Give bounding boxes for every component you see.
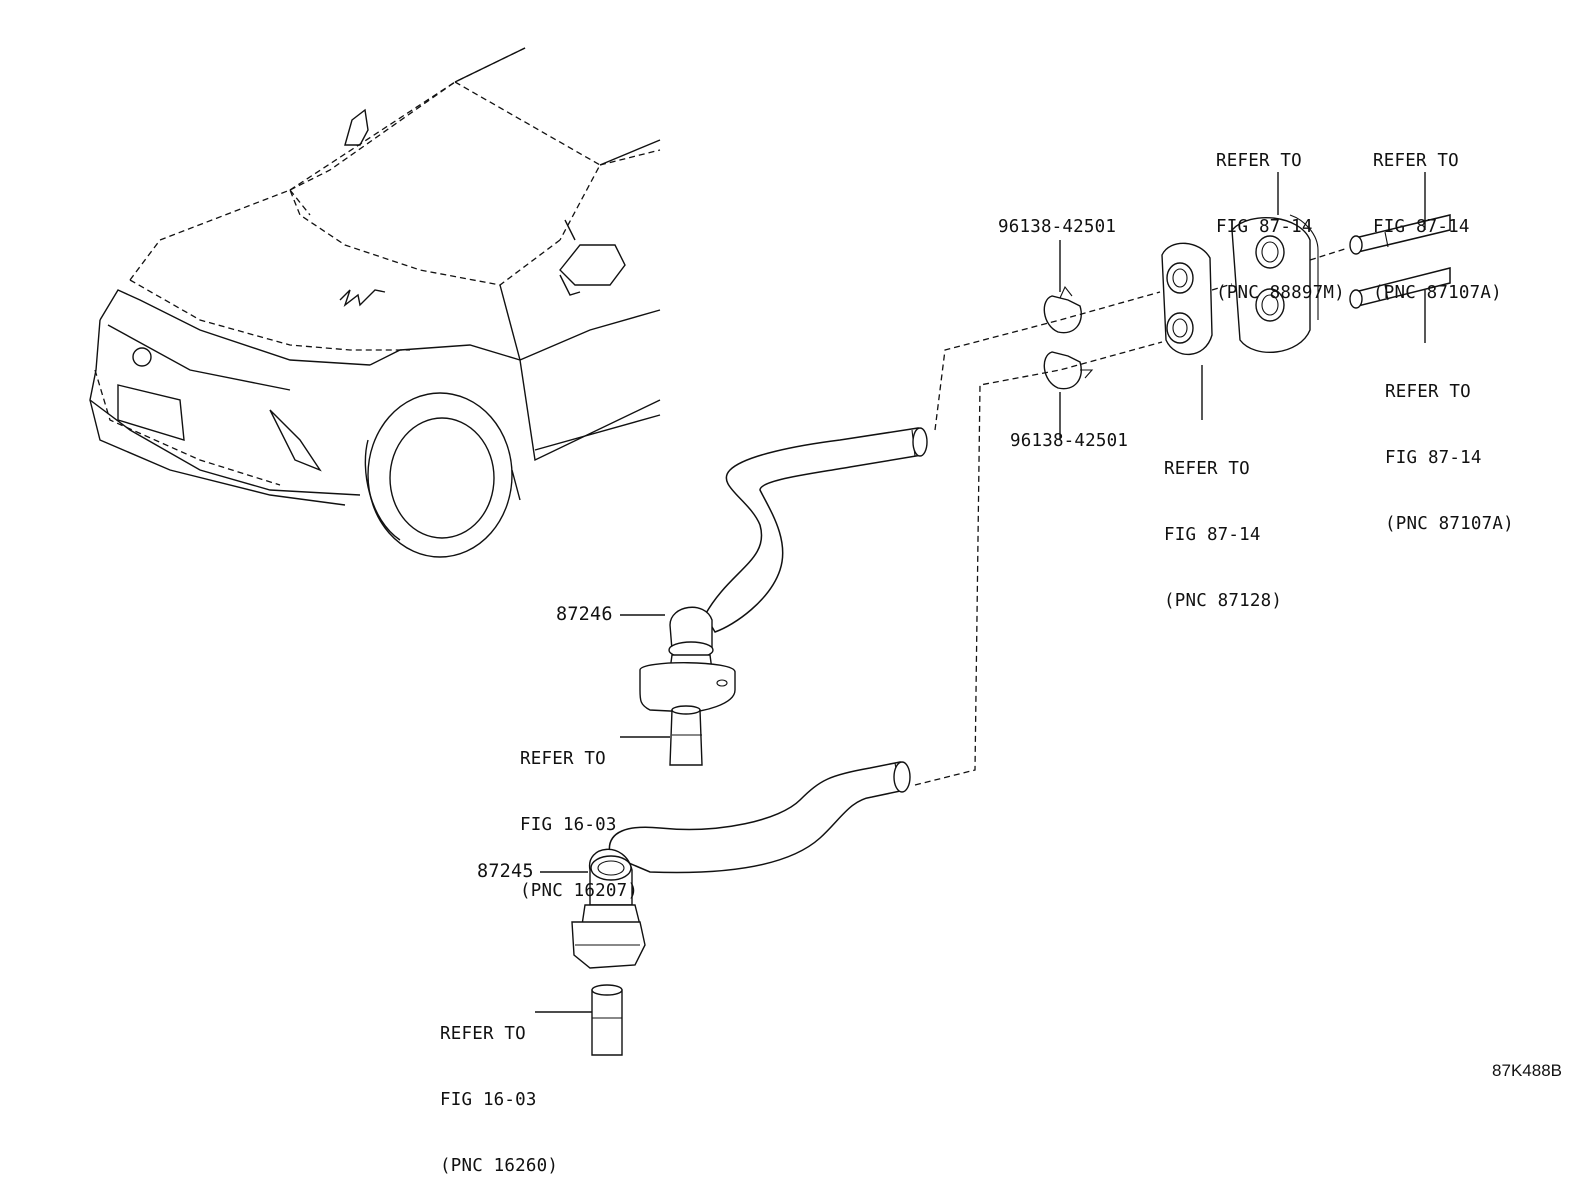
ref-line-3: (PNC 87107A) (1373, 283, 1502, 303)
clamp-upper (1043, 295, 1082, 334)
figure-code: 87K488B (1492, 1061, 1562, 1080)
right-side-assembly (914, 214, 1451, 786)
ref-line-2: FIG 87-14 (1164, 525, 1261, 545)
clamp-lower (1043, 351, 1082, 390)
outer-grommet (1231, 217, 1311, 354)
vehicle-illustration (89, 47, 661, 558)
ref-line-3: (PNC 87107A) (1385, 514, 1514, 534)
ref-line-2: FIG 87-14 (1216, 217, 1313, 237)
ref-line-1: REFER TO (520, 749, 606, 769)
reference-grommet-inner: REFER TO FIG 87-14 (PNC 87128) (1164, 414, 1282, 634)
hose-87246 (639, 427, 928, 766)
diagram-drawing (89, 47, 1451, 1056)
ref-line-1: REFER TO (1216, 151, 1302, 171)
leader-lines (535, 172, 1426, 1013)
ref-line-1: REFER TO (440, 1024, 526, 1044)
ref-line-1: REFER TO (1164, 459, 1250, 479)
ref-line-2: FIG 16-03 (440, 1090, 537, 1110)
part-number-clamp-upper: 96138-42501 (998, 217, 1117, 237)
ref-line-2: FIG 87-14 (1385, 448, 1482, 468)
reference-pipe-upper: REFER TO FIG 87-14 (PNC 87107A) (1373, 106, 1502, 326)
reference-pipe-lower: REFER TO FIG 87-14 (PNC 87107A) (1385, 337, 1514, 557)
ref-line-3: (PNC 16260) (440, 1156, 559, 1176)
ref-line-3: (PNC 88897M) (1216, 283, 1345, 303)
ref-line-2: FIG 87-14 (1373, 217, 1470, 237)
ref-line-3: (PNC 16207) (520, 881, 639, 901)
ref-line-3: (PNC 87128) (1164, 591, 1283, 611)
reference-engine-pipe-upper: REFER TO FIG 16-03 (PNC 16207) (520, 704, 638, 924)
reference-engine-pipe-lower: REFER TO FIG 16-03 (PNC 16260) (440, 979, 558, 1199)
part-number-87246: 87246 (556, 604, 613, 625)
hose-87245 (571, 761, 911, 1056)
parts-diagram: 87246 87245 96138-42501 96138-42501 REFE… (89, 47, 1562, 1176)
ref-line-1: REFER TO (1385, 382, 1471, 402)
part-number-clamp-lower: 96138-42501 (1010, 431, 1129, 451)
part-number-87245: 87245 (477, 861, 534, 882)
ref-line-2: FIG 16-03 (520, 815, 617, 835)
ref-line-1: REFER TO (1373, 151, 1459, 171)
reference-grommet-outer: REFER TO FIG 87-14 (PNC 88897M) (1216, 106, 1345, 326)
